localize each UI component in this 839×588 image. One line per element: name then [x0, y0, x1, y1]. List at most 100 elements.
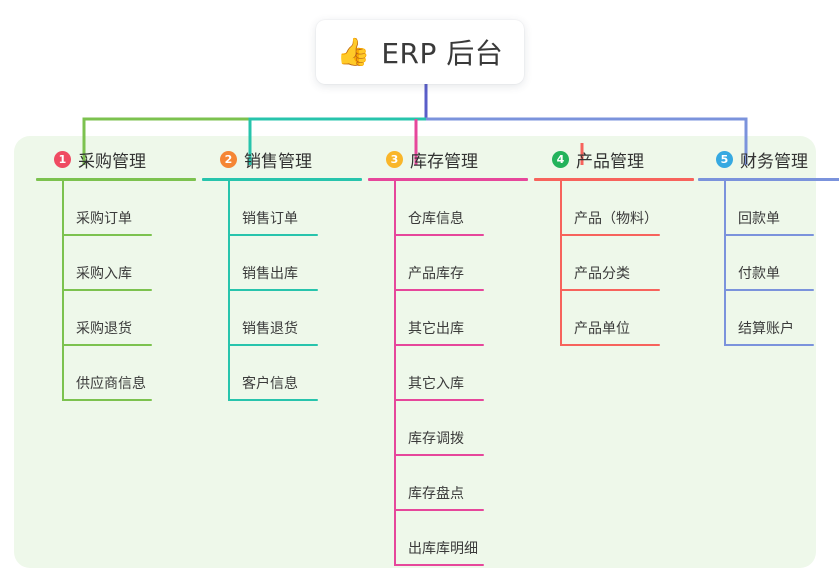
leaf-label: 供应商信息: [76, 376, 146, 392]
leaf-label: 付款单: [738, 266, 780, 282]
category-badge-icon: 4: [552, 150, 569, 168]
category-underline: [698, 178, 839, 181]
leaf-label: 产品库存: [408, 266, 464, 282]
category-column-5: 5 财务管理回款单付款单结算账户: [698, 146, 839, 346]
leaf-label: 库存调拨: [408, 431, 464, 447]
category-underline: [36, 178, 196, 181]
leaf-label: 采购订单: [76, 211, 132, 227]
root-node[interactable]: 👍 ERP 后台: [316, 20, 524, 84]
leaf-list: 产品（物料） 产品分类产品单位: [534, 181, 694, 346]
leaf-underline: [62, 289, 152, 291]
category-header-1[interactable]: 1 采购管理: [36, 146, 196, 172]
leaf-node[interactable]: 回款单: [698, 181, 839, 236]
leaf-node[interactable]: 库存盘点: [368, 456, 528, 511]
category-column-3: 3 库存管理仓库信息产品库存其它出库其它入库库存调拨库存盘点出库库明细: [368, 146, 528, 566]
leaf-node[interactable]: 付款单: [698, 236, 839, 291]
category-header-4[interactable]: 4 产品管理: [534, 146, 694, 172]
leaf-underline: [724, 289, 814, 291]
leaf-spine: [228, 181, 230, 401]
leaf-node[interactable]: 销售出库: [202, 236, 362, 291]
category-header-2[interactable]: 2 销售管理: [202, 146, 362, 172]
leaf-spine: [394, 181, 396, 566]
leaf-label: 销售出库: [242, 266, 298, 282]
category-title: 库存管理: [410, 151, 478, 172]
leaf-underline: [394, 344, 484, 346]
category-header-5[interactable]: 5 财务管理: [698, 146, 839, 172]
leaf-label: 产品单位: [574, 321, 630, 337]
leaf-label: 出库库明细: [408, 541, 478, 557]
category-title: 财务管理: [740, 151, 808, 172]
category-badge-icon: 5: [716, 150, 733, 168]
leaf-node[interactable]: 出库库明细: [368, 511, 528, 566]
leaf-spine: [62, 181, 64, 401]
leaf-label: 采购退货: [76, 321, 132, 337]
leaf-label: 销售订单: [242, 211, 298, 227]
leaf-list: 采购订单采购入库采购退货供应商信息: [36, 181, 196, 401]
leaf-node[interactable]: 其它出库: [368, 291, 528, 346]
leaf-spine: [724, 181, 726, 346]
category-underline: [368, 178, 528, 181]
leaf-label: 产品（物料）: [574, 211, 658, 227]
leaf-underline: [394, 564, 484, 566]
category-badge-icon: 1: [54, 150, 71, 168]
leaf-list: 回款单付款单结算账户: [698, 181, 839, 346]
category-column-2: 2 销售管理销售订单销售出库销售退货客户信息: [202, 146, 362, 401]
leaf-node[interactable]: 库存调拨: [368, 401, 528, 456]
leaf-node[interactable]: 销售退货: [202, 291, 362, 346]
leaf-underline: [394, 399, 484, 401]
leaf-label: 仓库信息: [408, 211, 464, 227]
category-column-4: 4 产品管理产品（物料） 产品分类产品单位: [534, 146, 694, 346]
leaf-node[interactable]: 客户信息: [202, 346, 362, 401]
leaf-underline: [724, 344, 814, 346]
leaf-underline: [62, 234, 152, 236]
category-title: 产品管理: [576, 151, 644, 172]
leaf-label: 采购入库: [76, 266, 132, 282]
leaf-node[interactable]: 采购入库: [36, 236, 196, 291]
root-node-content: 👍 ERP 后台: [337, 32, 504, 72]
leaf-node[interactable]: 供应商信息: [36, 346, 196, 401]
leaf-list: 销售订单销售出库销售退货客户信息: [202, 181, 362, 401]
leaf-underline: [394, 289, 484, 291]
leaf-underline: [560, 234, 660, 236]
category-badge-icon: 3: [386, 150, 403, 168]
category-column-1: 1 采购管理采购订单采购入库采购退货供应商信息: [36, 146, 196, 401]
leaf-label: 库存盘点: [408, 486, 464, 502]
leaf-underline: [228, 399, 318, 401]
leaf-node[interactable]: 其它入库: [368, 346, 528, 401]
leaf-label: 销售退货: [242, 321, 298, 337]
category-title: 销售管理: [244, 151, 312, 172]
leaf-label: 客户信息: [242, 376, 298, 392]
thumbs-up-icon: 👍: [336, 36, 371, 68]
leaf-underline: [228, 234, 318, 236]
leaf-label: 其它出库: [408, 321, 464, 337]
category-underline: [534, 178, 694, 181]
leaf-label: 其它入库: [408, 376, 464, 392]
leaf-underline: [228, 344, 318, 346]
leaf-underline: [394, 509, 484, 511]
leaf-underline: [228, 289, 318, 291]
category-header-3[interactable]: 3 库存管理: [368, 146, 528, 172]
leaf-underline: [560, 289, 660, 291]
leaf-node[interactable]: 结算账户: [698, 291, 839, 346]
leaf-node[interactable]: 采购订单: [36, 181, 196, 236]
category-underline: [202, 178, 362, 181]
diagram-panel: [14, 136, 816, 568]
leaf-underline: [724, 234, 814, 236]
leaf-label: 结算账户: [738, 321, 794, 337]
leaf-node[interactable]: 产品（物料）: [534, 181, 694, 236]
leaf-label: 产品分类: [574, 266, 630, 282]
leaf-node[interactable]: 采购退货: [36, 291, 196, 346]
leaf-spine: [560, 181, 562, 346]
leaf-node[interactable]: 产品分类: [534, 236, 694, 291]
leaf-node[interactable]: 产品单位: [534, 291, 694, 346]
leaf-underline: [394, 454, 484, 456]
leaf-underline: [62, 399, 152, 401]
root-node-title: ERP 后台: [381, 37, 504, 70]
leaf-node[interactable]: 产品库存: [368, 236, 528, 291]
leaf-underline: [394, 234, 484, 236]
leaf-node[interactable]: 仓库信息: [368, 181, 528, 236]
leaf-underline: [62, 344, 152, 346]
category-badge-icon: 2: [220, 150, 237, 168]
category-title: 采购管理: [78, 151, 146, 172]
leaf-node[interactable]: 销售订单: [202, 181, 362, 236]
